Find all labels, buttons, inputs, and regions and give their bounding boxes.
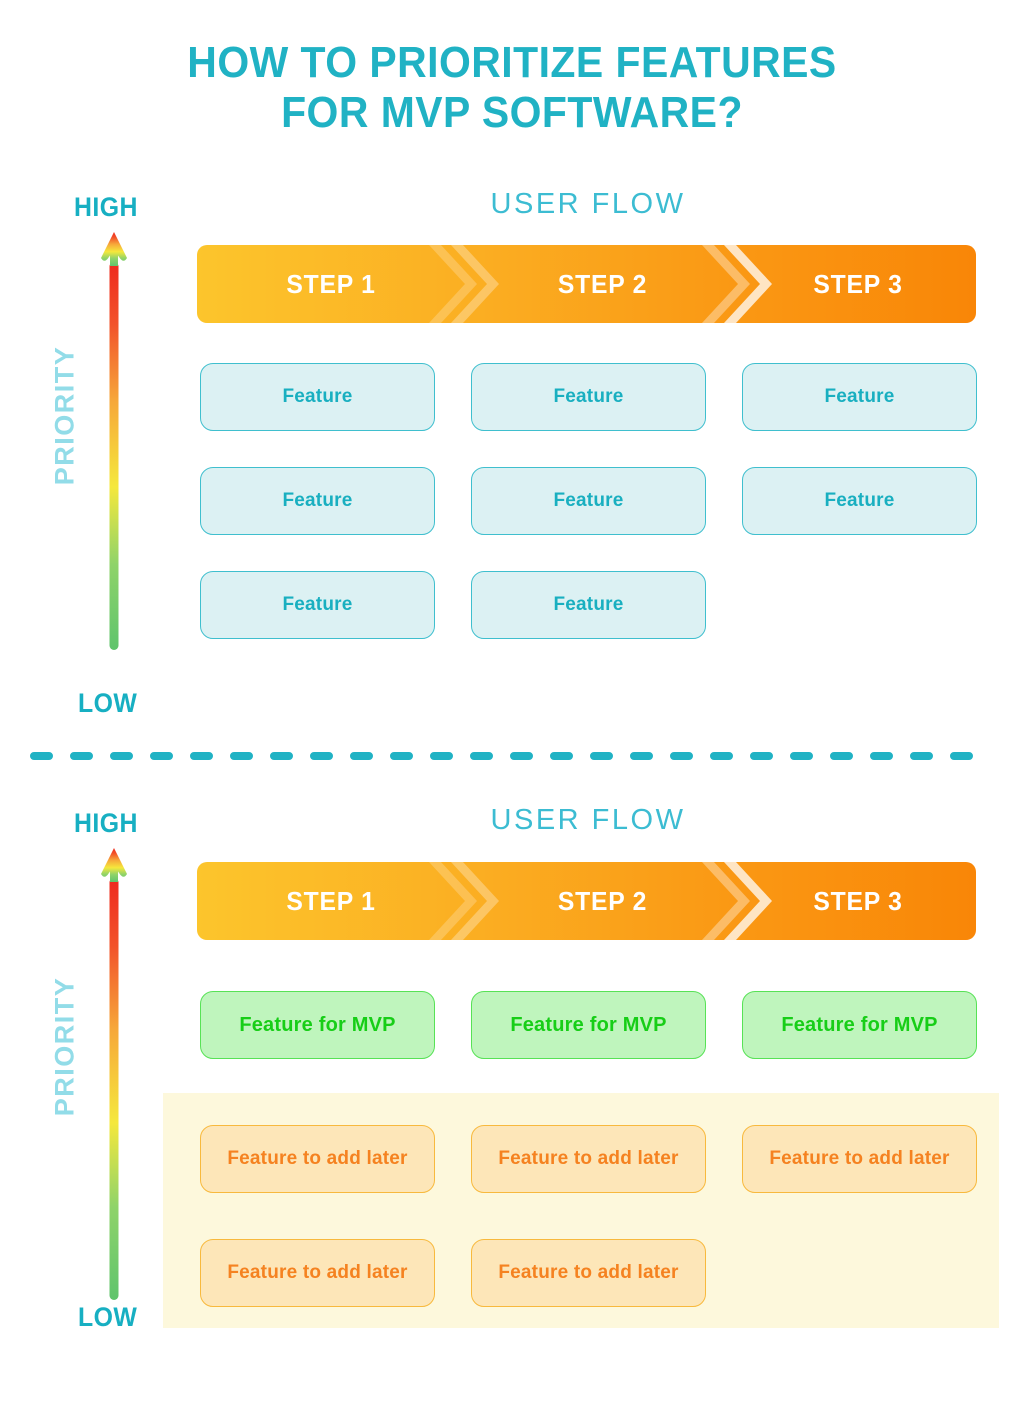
later-feature-card[interactable]: Feature to add later <box>200 1125 435 1193</box>
step-3-label[interactable]: STEP 3 <box>813 886 903 916</box>
feature-card[interactable]: Feature <box>471 571 706 639</box>
priority-gradient-arrow-icon <box>101 848 127 1300</box>
feature-card[interactable]: Feature <box>471 363 706 431</box>
axis-label-priority: PRIORITY <box>49 976 80 1117</box>
feature-card[interactable]: Feature <box>200 467 435 535</box>
feature-card[interactable]: Feature <box>742 363 977 431</box>
axis-label-low: LOW <box>78 688 138 718</box>
later-feature-card[interactable]: Feature to add later <box>471 1125 706 1193</box>
step-2-label[interactable]: STEP 2 <box>557 269 648 299</box>
page-title: HOW TO PRIORITIZE FEATURES FOR MVP SOFTW… <box>36 38 988 138</box>
feature-card[interactable]: Feature <box>742 467 977 535</box>
mvp-feature-card[interactable]: Feature for MVP <box>471 991 706 1059</box>
later-feature-card[interactable]: Feature to add later <box>471 1239 706 1307</box>
step-3-label[interactable]: STEP 3 <box>813 269 903 299</box>
section-prioritized: HIGH LOW PRIORITY USER FLOW STEP 1 STEP … <box>0 786 1024 1356</box>
axis-label-high: HIGH <box>74 808 138 838</box>
page-title-line-1: HOW TO PRIORITIZE FEATURES <box>187 38 837 87</box>
feature-card[interactable]: Feature <box>471 467 706 535</box>
axis-label-priority: PRIORITY <box>49 345 80 486</box>
mvp-feature-card[interactable]: Feature for MVP <box>200 991 435 1059</box>
feature-card[interactable]: Feature <box>200 363 435 431</box>
axis-label-high: HIGH <box>74 192 138 222</box>
section-divider <box>30 752 994 760</box>
step-2-label[interactable]: STEP 2 <box>557 886 648 916</box>
step-banner: STEP 1 STEP 2 STEP 3 <box>197 862 976 940</box>
later-feature-card[interactable]: Feature to add later <box>200 1239 435 1307</box>
priority-gradient-arrow-icon <box>101 232 127 650</box>
step-banner: STEP 1 STEP 2 STEP 3 <box>197 245 976 323</box>
section-all-features: HIGH LOW PRIORITY USER FLOW STEP 1 STEP … <box>0 170 1024 730</box>
feature-card[interactable]: Feature <box>200 571 435 639</box>
user-flow-heading: USER FLOW <box>490 188 686 220</box>
step-1-label[interactable]: STEP 1 <box>286 269 376 299</box>
later-feature-card[interactable]: Feature to add later <box>742 1125 977 1193</box>
user-flow-heading: USER FLOW <box>490 804 686 836</box>
page-title-line-2: FOR MVP SOFTWARE? <box>281 88 743 137</box>
axis-label-low: LOW <box>78 1302 138 1332</box>
step-1-label[interactable]: STEP 1 <box>286 886 376 916</box>
mvp-feature-card[interactable]: Feature for MVP <box>742 991 977 1059</box>
